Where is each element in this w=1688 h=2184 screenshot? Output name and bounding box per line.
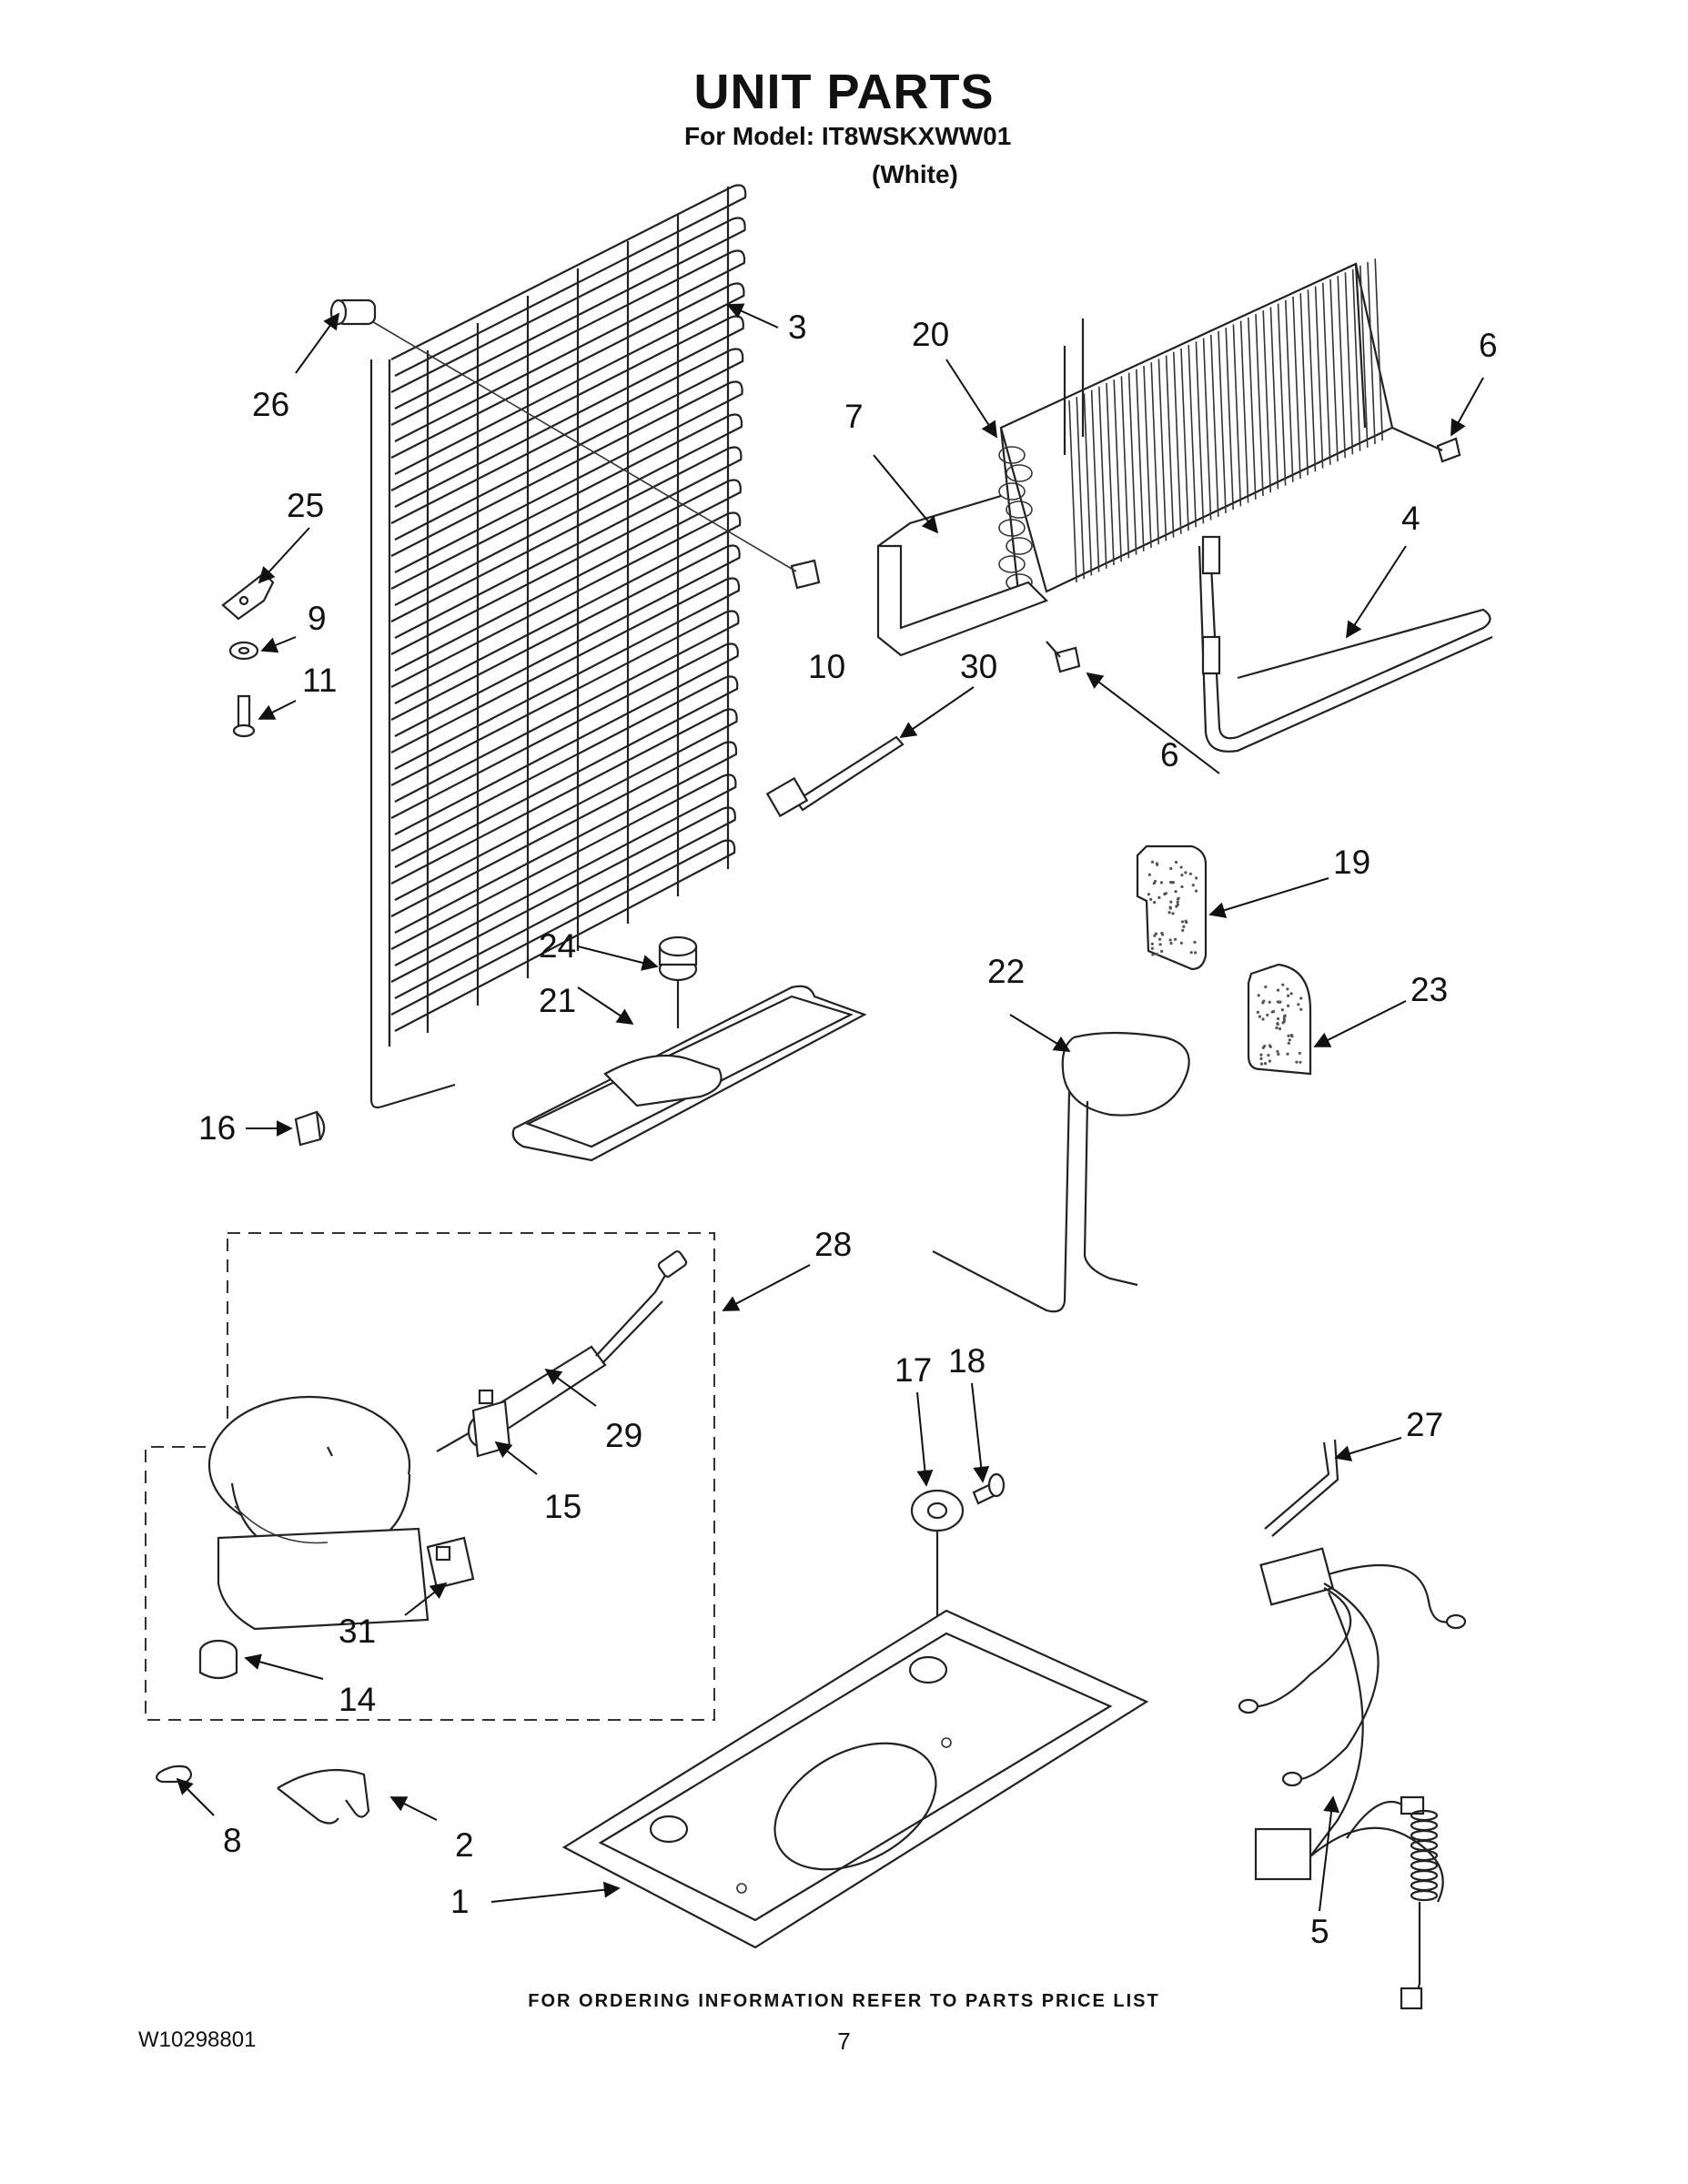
callout-10: 10 xyxy=(808,648,845,685)
spring-clip xyxy=(156,1764,193,1784)
mounting-clip xyxy=(221,571,275,621)
callout-4: 4 xyxy=(1401,500,1420,537)
defrost-heater xyxy=(1198,535,1493,753)
callout-20: 20 xyxy=(912,316,949,353)
callout-17: 17 xyxy=(895,1351,932,1389)
callout-8: 8 xyxy=(223,1822,242,1859)
compressor-base-tray xyxy=(561,1609,1149,1949)
callout-21: 21 xyxy=(539,982,576,1019)
callout-15: 15 xyxy=(544,1488,581,1525)
drain-pan xyxy=(511,935,867,1162)
callout-2: 2 xyxy=(455,1826,474,1864)
drain-tube xyxy=(1264,1439,1339,1537)
compressor xyxy=(207,1395,430,1631)
callout-27: 27 xyxy=(1406,1406,1443,1443)
rubber-grommet xyxy=(198,1639,238,1680)
cable-tie xyxy=(765,735,905,818)
shoulder-screw xyxy=(329,298,377,326)
callout-labels: 3 20 6 6 7 4 30 10 26 25 9 11 19 23 22 2… xyxy=(198,308,1498,1950)
callout-1: 1 xyxy=(450,1883,470,1920)
callout-30: 30 xyxy=(960,648,997,685)
document-id: W10298801 xyxy=(138,2027,257,2052)
callout-23: 23 xyxy=(1410,971,1448,1008)
small-screw xyxy=(232,694,256,738)
callout-11: 11 xyxy=(302,662,337,699)
evaporator-bracket xyxy=(876,494,1048,657)
callout-24: 24 xyxy=(539,927,576,965)
callout-19: 19 xyxy=(1333,844,1370,881)
callout-22: 22 xyxy=(987,953,1025,990)
callout-16: 16 xyxy=(198,1109,236,1147)
ordering-note: FOR ORDERING INFORMATION REFER TO PARTS … xyxy=(528,1991,1160,2011)
compressor-assembly-boundary xyxy=(145,1232,715,1721)
callout-leaders xyxy=(176,303,1484,1912)
callout-6-top: 6 xyxy=(1479,327,1498,364)
callout-31: 31 xyxy=(339,1613,376,1650)
callout-28: 28 xyxy=(814,1226,852,1263)
callout-14: 14 xyxy=(339,1681,376,1718)
washer xyxy=(228,641,259,661)
callout-25: 25 xyxy=(287,487,324,524)
wire-clip xyxy=(294,1110,326,1147)
screw-top-right xyxy=(1391,426,1461,463)
callout-6-bracket: 6 xyxy=(1160,736,1179,774)
callout-9: 9 xyxy=(308,600,327,637)
foam-pad-upper xyxy=(1136,844,1208,971)
foot-screw xyxy=(972,1472,1006,1505)
wiring-harness xyxy=(1238,1547,1467,2010)
overload-protector xyxy=(426,1536,475,1590)
page-number: 7 xyxy=(837,2027,851,2055)
callout-5: 5 xyxy=(1310,1913,1329,1950)
rubber-foot xyxy=(910,1489,965,1624)
wire-retainer xyxy=(277,1768,370,1825)
callout-29: 29 xyxy=(605,1417,642,1454)
screw-condenser xyxy=(359,313,821,590)
screw-bracket xyxy=(1046,641,1081,673)
model-line: For Model: IT8WSKXWW01 xyxy=(684,122,1012,150)
callout-18: 18 xyxy=(948,1342,986,1380)
refrigerant-tubing xyxy=(932,1031,1190,1313)
foam-pad-lower xyxy=(1247,963,1312,1076)
callout-3: 3 xyxy=(788,308,807,346)
evaporator xyxy=(998,258,1394,602)
color-line: (White) xyxy=(872,160,958,188)
callout-7: 7 xyxy=(844,398,864,435)
callout-26: 26 xyxy=(252,386,289,423)
page-title: UNIT PARTS xyxy=(693,65,995,119)
